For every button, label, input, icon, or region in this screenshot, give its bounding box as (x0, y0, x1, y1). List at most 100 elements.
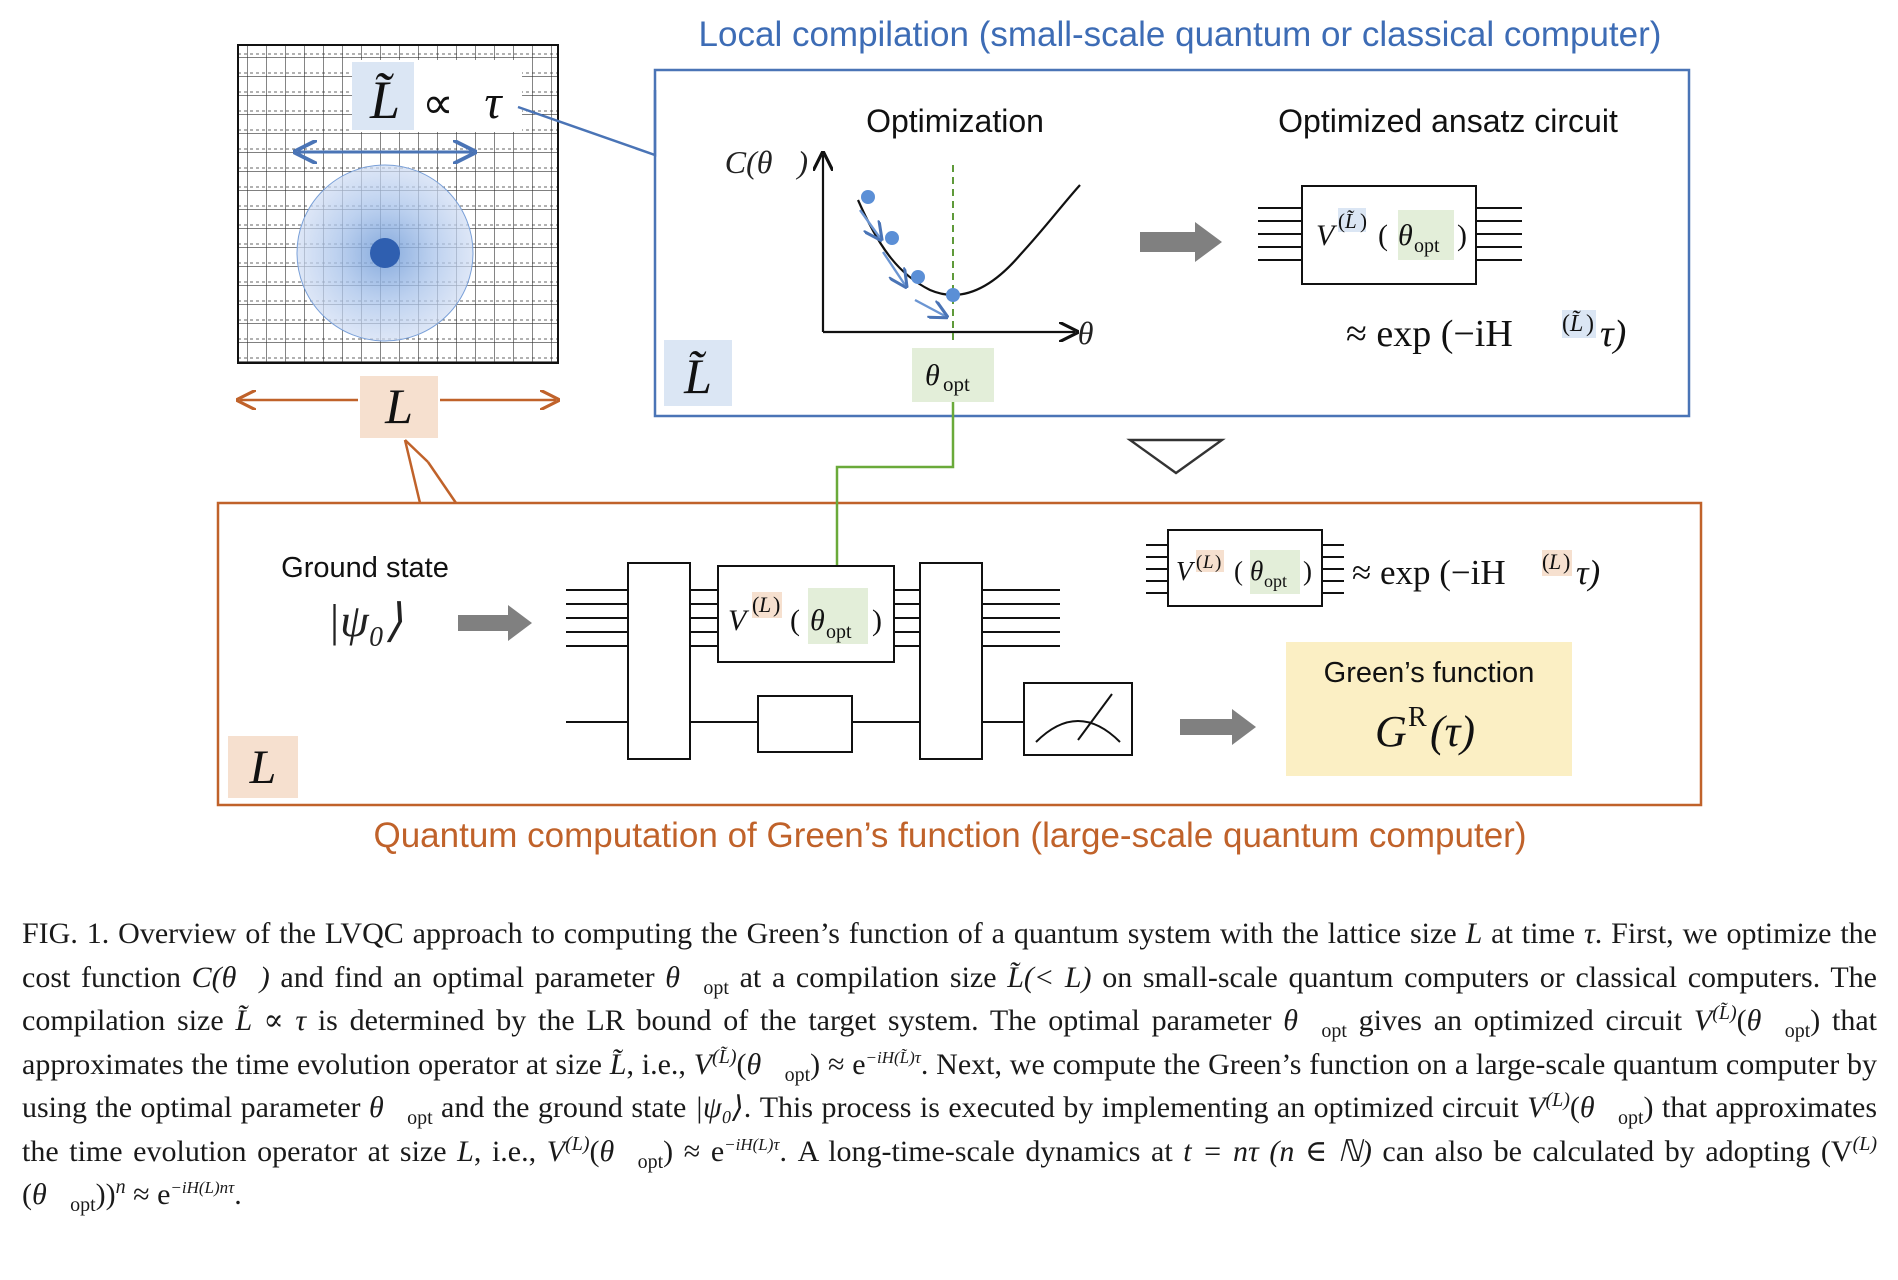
theta-opt-symbol: θ⃗ (925, 359, 963, 392)
lattice-panel: L̃ ∝ τ (237, 44, 559, 364)
ground-state-label: Ground state (281, 552, 449, 584)
caption-math: opt (1784, 1020, 1811, 1042)
svg-text:(: ( (1196, 552, 1202, 573)
caption-math: (L̃) (1712, 1002, 1737, 1024)
caption-math: opt (1321, 1020, 1347, 1042)
caption-math: ≈ e (133, 1178, 171, 1211)
caption-math: (L) (565, 1132, 590, 1155)
caption-math: L̃(< L) (1007, 960, 1092, 994)
caption-text: at time (1482, 917, 1584, 950)
approx-superscript: L̃ (1569, 310, 1583, 337)
caption-math: opt (70, 1194, 96, 1216)
identity-opt-subscript: opt (1264, 571, 1287, 591)
svg-text:): ) (1215, 552, 1221, 573)
optimized-ansatz-circuit: V ( L̃ ) ( θ⃗ opt ) (1258, 185, 1522, 285)
identity-theta: θ⃗ (1250, 556, 1284, 586)
local-compilation-title: Local compilation (small-scale quantum o… (699, 15, 1662, 54)
caption-math: opt (1617, 1107, 1644, 1129)
result-arrow (1180, 709, 1256, 745)
caption-text: . Next, we compute the Green’s function … (22, 1047, 1877, 1125)
cost-curve (856, 184, 1081, 297)
identity-superscript: L (1202, 552, 1214, 573)
caption-text: at a compilation size (728, 960, 1008, 994)
cost-function-plot: C(θ⃗) θ⃗ θ⃗ opt (725, 144, 1119, 402)
quantum-l-badge: L (249, 741, 277, 794)
caption-math: n (115, 1176, 126, 1198)
figure-caption: FIG. 1. Overview of the LVQC approach to… (22, 917, 1878, 1216)
ansatz-theta: θ⃗ (1398, 219, 1436, 252)
caption-math: opt (407, 1107, 433, 1129)
greens-superscript: R (1408, 702, 1427, 733)
svg-text:(: ( (1378, 219, 1388, 252)
caption-math: θ⃗ (1283, 1004, 1322, 1037)
caption-math: L̃ ∝ τ (235, 1004, 307, 1037)
ansatz-v-symbol: V (1316, 219, 1338, 252)
caption-text: . First, we optimize the cost function (22, 917, 1878, 994)
caption-text: . This process is executed by implementi… (743, 1091, 1528, 1124)
caption-math: ≈ e (827, 1047, 866, 1081)
caption-math: V (1527, 1091, 1546, 1124)
greens-argument: (τ) (1430, 707, 1475, 756)
ground-state-ket: |ψ₀⟩ (327, 595, 402, 646)
caption-math: θ⃗ (665, 960, 704, 994)
circuit-theta: θ⃗ (810, 604, 848, 637)
identity-approx-text: ≈ exp (−iH (1352, 553, 1506, 592)
approx-tail: τ) (1600, 313, 1626, 355)
figure-diagram: L̃ ∝ τ L Local compilation (small-scale … (216, 15, 1703, 855)
down-triangle (1126, 438, 1226, 475)
svg-text:): ) (1586, 311, 1594, 337)
caption-text: gives an optimized circuit (1346, 1004, 1694, 1037)
theta-opt-subscript: opt (943, 372, 970, 396)
caption-math: (L̃) (712, 1045, 737, 1068)
caption-math: ≈ e (683, 1134, 725, 1168)
caption-math: L (1465, 917, 1483, 950)
caption-math: −iH(L)τ (724, 1134, 780, 1154)
identity-v-symbol: V (1176, 556, 1196, 586)
optimization-step-4 (946, 288, 960, 302)
identity-approx-tail: τ) (1576, 553, 1600, 592)
caption-math: opt (784, 1063, 811, 1086)
svg-text:): ) (773, 592, 780, 617)
svg-text:): ) (872, 604, 882, 637)
caption-math: opt (637, 1150, 664, 1173)
circuit-v-symbol: V (728, 604, 750, 637)
svg-text:): ) (1563, 549, 1570, 574)
caption-math: C(θ⃗) (191, 960, 270, 994)
caption-text: and find an optimal parameter (269, 960, 666, 994)
ansatz-opt-subscript: opt (1414, 235, 1440, 257)
caption-text: , i.e., (473, 1134, 547, 1168)
l-extent: L (240, 376, 556, 438)
svg-text:): ) (1457, 219, 1467, 252)
compile-arrow (1140, 222, 1222, 262)
svg-text:(: ( (752, 592, 759, 617)
caption-math: −iH(L̃)τ (865, 1047, 921, 1067)
caption-math: L (457, 1134, 474, 1168)
svg-text:(: ( (1234, 556, 1243, 586)
caption-math: opt (703, 976, 729, 999)
theta-opt-connector (829, 402, 955, 593)
caption-math: θ⃗ (1579, 1091, 1618, 1124)
cost-axis-label: C(θ⃗) (725, 144, 808, 180)
svg-text:(: ( (1562, 311, 1570, 337)
caption-text: on small-scale quantum computers or clas… (22, 960, 1877, 1038)
caption-math: θ⃗ (1746, 1004, 1785, 1037)
optimization-step-2 (885, 231, 899, 245)
caption-math: τ (1583, 917, 1595, 950)
caption-math: θ⃗ (746, 1047, 785, 1081)
caption-text: can also be calculated by adopting (1371, 1134, 1821, 1168)
caption-math: (V (1820, 1134, 1853, 1168)
caption-math: θ⃗ (368, 1091, 408, 1124)
greens-symbol: G (1375, 707, 1407, 756)
v-l-identity: V ( L ) ( θ⃗ opt ) ≈ exp (−iH ( L ) τ) (1146, 529, 1600, 607)
greens-function-box (1286, 642, 1572, 776)
greens-function-label: Green’s function (1324, 657, 1535, 689)
optimization-label: Optimization (866, 103, 1044, 139)
caption-math: L̃ (609, 1047, 627, 1081)
l-symbol: L (384, 378, 413, 434)
svg-text:(: ( (790, 604, 800, 637)
theta-axis-label: θ⃗ (1078, 315, 1119, 351)
caption-text: and the ground state (432, 1091, 695, 1124)
proportional-symbol: ∝ (422, 79, 453, 128)
caption-text: . A long-time-scale dynamics at (779, 1134, 1184, 1168)
optimized-ansatz-label: Optimized ansatz circuit (1278, 103, 1618, 139)
